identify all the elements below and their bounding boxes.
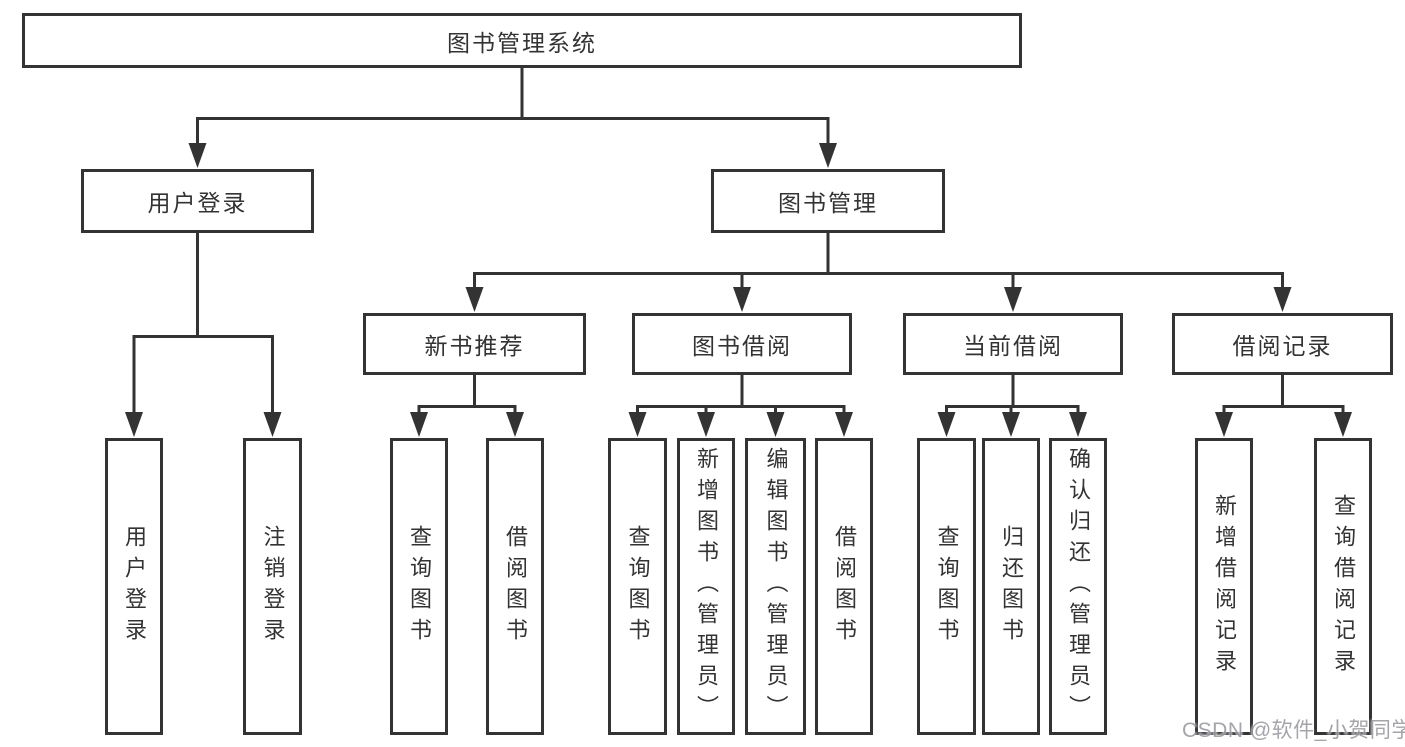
arrow-down-icon — [410, 412, 428, 437]
leaf-current-return: 归还图书 — [982, 438, 1040, 735]
leaf-borrow-edit-admin-label: 编辑图书（管理员） — [763, 447, 789, 726]
node-book-borrow: 图书借阅 — [632, 313, 852, 375]
arrow-down-icon — [1069, 412, 1087, 437]
arrow-down-icon — [263, 412, 282, 437]
leaf-newbook-borrow: 借阅图书 — [486, 438, 544, 735]
leaf-borrow-borrow-label: 借阅图书 — [832, 524, 857, 649]
leaf-records-add-label: 新增借阅记录 — [1212, 493, 1237, 680]
arrow-down-icon — [628, 412, 647, 437]
leaf-current-confirm-admin-label: 确认归还（管理员） — [1066, 447, 1091, 726]
arrow-down-icon — [1004, 287, 1022, 312]
node-book-management-label: 图书管理 — [778, 190, 878, 216]
arrow-down-icon — [188, 143, 207, 168]
arrow-down-icon — [835, 412, 853, 437]
connector-lines — [132, 68, 1345, 415]
node-current-borrow: 当前借阅 — [903, 313, 1123, 375]
csdn-watermark: CSDN @软件_小贺同学 — [1182, 719, 1405, 742]
arrow-down-icon — [1002, 412, 1020, 437]
leaf-records-query-label: 查询借阅记录 — [1331, 493, 1356, 680]
leaf-borrow-query-label: 查询图书 — [625, 524, 651, 649]
arrow-down-icon — [766, 412, 785, 437]
arrow-down-icon — [733, 287, 751, 312]
arrow-down-icon — [506, 412, 524, 437]
node-borrow-records: 借阅记录 — [1172, 313, 1393, 375]
arrow-down-icon — [937, 412, 956, 437]
node-book-management: 图书管理 — [711, 169, 945, 233]
leaf-newbook-borrow-label: 借阅图书 — [503, 524, 528, 649]
leaf-current-query-label: 查询图书 — [934, 524, 960, 649]
leaf-current-query: 查询图书 — [917, 438, 976, 735]
arrow-down-icon — [819, 143, 837, 168]
arrow-down-icon — [465, 287, 484, 312]
leaf-newbook-query: 查询图书 — [390, 438, 448, 735]
node-book-borrow-label: 图书借阅 — [692, 333, 792, 359]
node-borrow-records-label: 借阅记录 — [1232, 333, 1333, 359]
node-user-login-label: 用户登录 — [147, 190, 248, 216]
leaf-logout: 注销登录 — [243, 438, 302, 735]
node-new-book-recommend-label: 新书推荐 — [424, 333, 525, 359]
leaf-borrow-borrow: 借阅图书 — [815, 438, 873, 735]
leaf-logout-label: 注销登录 — [260, 524, 286, 649]
node-root: 图书管理系统 — [22, 13, 1022, 68]
node-new-book-recommend: 新书推荐 — [363, 313, 586, 375]
leaf-borrow-add-admin-label: 新增图书（管理员） — [694, 447, 719, 726]
arrow-down-icon — [697, 412, 715, 437]
arrow-down-icon — [1273, 287, 1292, 312]
leaf-user-login: 用户登录 — [105, 438, 163, 735]
leaf-records-add: 新增借阅记录 — [1195, 438, 1253, 735]
leaf-current-confirm-admin: 确认归还（管理员） — [1049, 438, 1107, 735]
arrow-down-icon — [125, 412, 143, 437]
leaf-newbook-query-label: 查询图书 — [407, 524, 432, 649]
node-root-label: 图书管理系统 — [447, 29, 597, 56]
leaf-user-login-label: 用户登录 — [122, 524, 147, 649]
leaf-current-return-label: 归还图书 — [999, 524, 1024, 649]
node-current-borrow-label: 当前借阅 — [963, 333, 1063, 359]
leaf-borrow-query: 查询图书 — [608, 438, 667, 735]
node-user-login: 用户登录 — [81, 169, 314, 233]
leaf-borrow-edit-admin: 编辑图书（管理员） — [745, 438, 806, 735]
leaf-borrow-add-admin: 新增图书（管理员） — [677, 438, 735, 735]
arrow-down-icon — [1334, 412, 1352, 437]
leaf-records-query: 查询借阅记录 — [1314, 438, 1372, 735]
arrow-down-icon — [1215, 412, 1233, 437]
